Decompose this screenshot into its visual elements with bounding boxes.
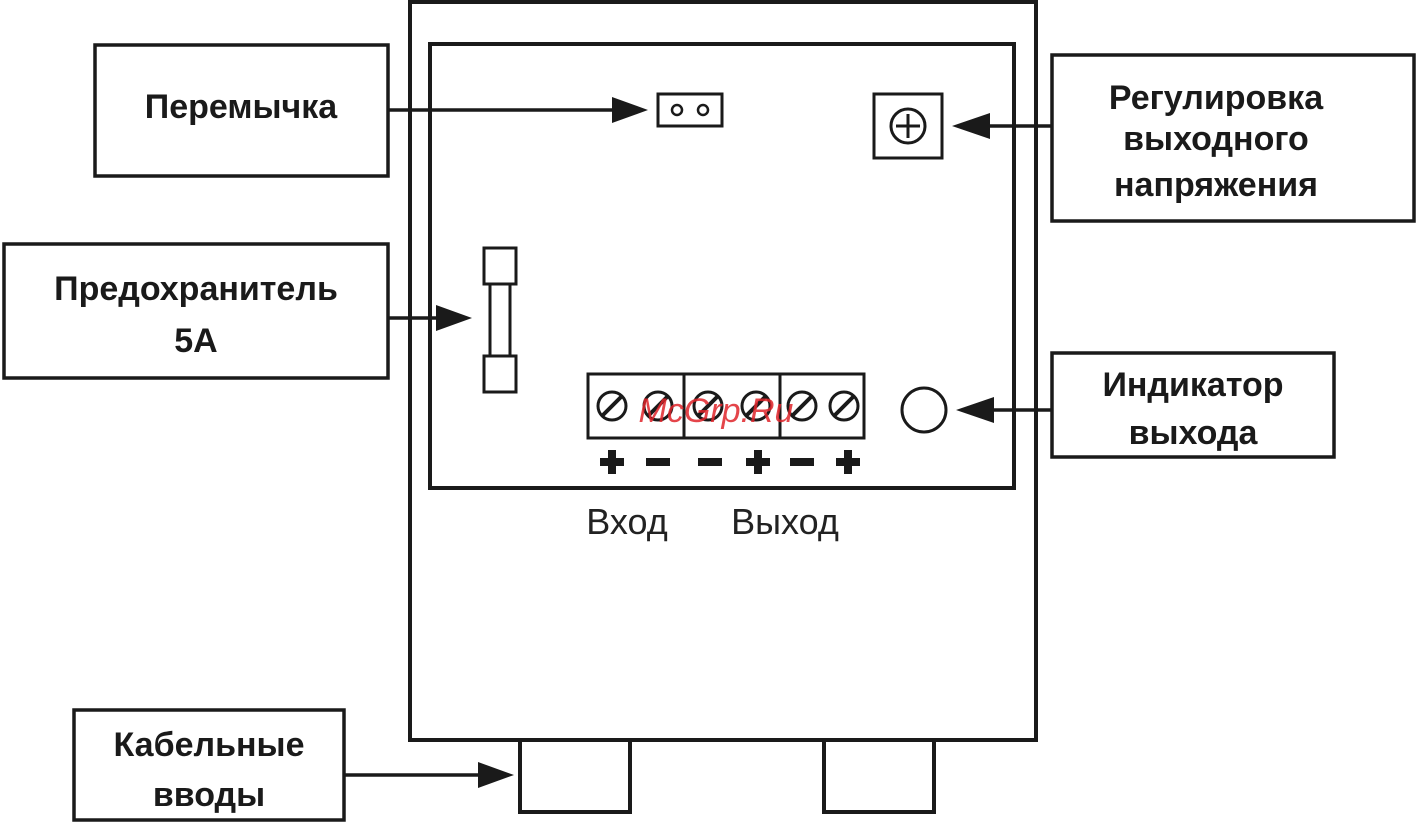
indicator-arrowhead xyxy=(956,397,994,423)
jumper-arrowhead xyxy=(612,97,648,123)
minus-sign xyxy=(698,458,722,466)
minus-sign xyxy=(646,458,670,466)
output-indicator-led xyxy=(902,388,946,432)
adjust-callout-label-3: напряжения xyxy=(1114,166,1318,204)
cable-arrowhead xyxy=(478,762,514,788)
adjust-arrowhead xyxy=(952,113,990,139)
fuse-component xyxy=(484,248,516,392)
jumper-callout-label: Перемычка xyxy=(145,88,339,126)
cable-gland-left xyxy=(520,740,630,812)
cable-gland-right xyxy=(824,740,934,812)
plus-sign-v xyxy=(608,450,616,474)
jumper-component xyxy=(658,94,722,126)
minus-sign xyxy=(790,458,814,466)
fuse-arrowhead xyxy=(436,305,472,331)
indicator-callout-label-2: выхода xyxy=(1129,414,1259,452)
watermark: McGrp.Ru xyxy=(639,392,794,430)
adjust-callout-label-2: выходного xyxy=(1123,120,1309,158)
cable-callout-label-1: Кабельные xyxy=(114,726,305,764)
voltage-adjust-potentiometer xyxy=(874,94,942,158)
terminal-polarity-marks xyxy=(600,450,860,474)
indicator-callout-label-1: Индикатор xyxy=(1102,366,1283,404)
fuse-callout-label-2: 5A xyxy=(174,322,217,360)
adjust-callout-label-1: Регулировка xyxy=(1109,79,1324,117)
input-label: Вход xyxy=(586,501,667,542)
fuse-callout-label-1: Предохранитель xyxy=(54,270,338,308)
plus-sign-v xyxy=(754,450,762,474)
cable-callout-label-2: вводы xyxy=(153,776,265,814)
plus-sign-v xyxy=(844,450,852,474)
output-label: Выход xyxy=(731,501,839,542)
